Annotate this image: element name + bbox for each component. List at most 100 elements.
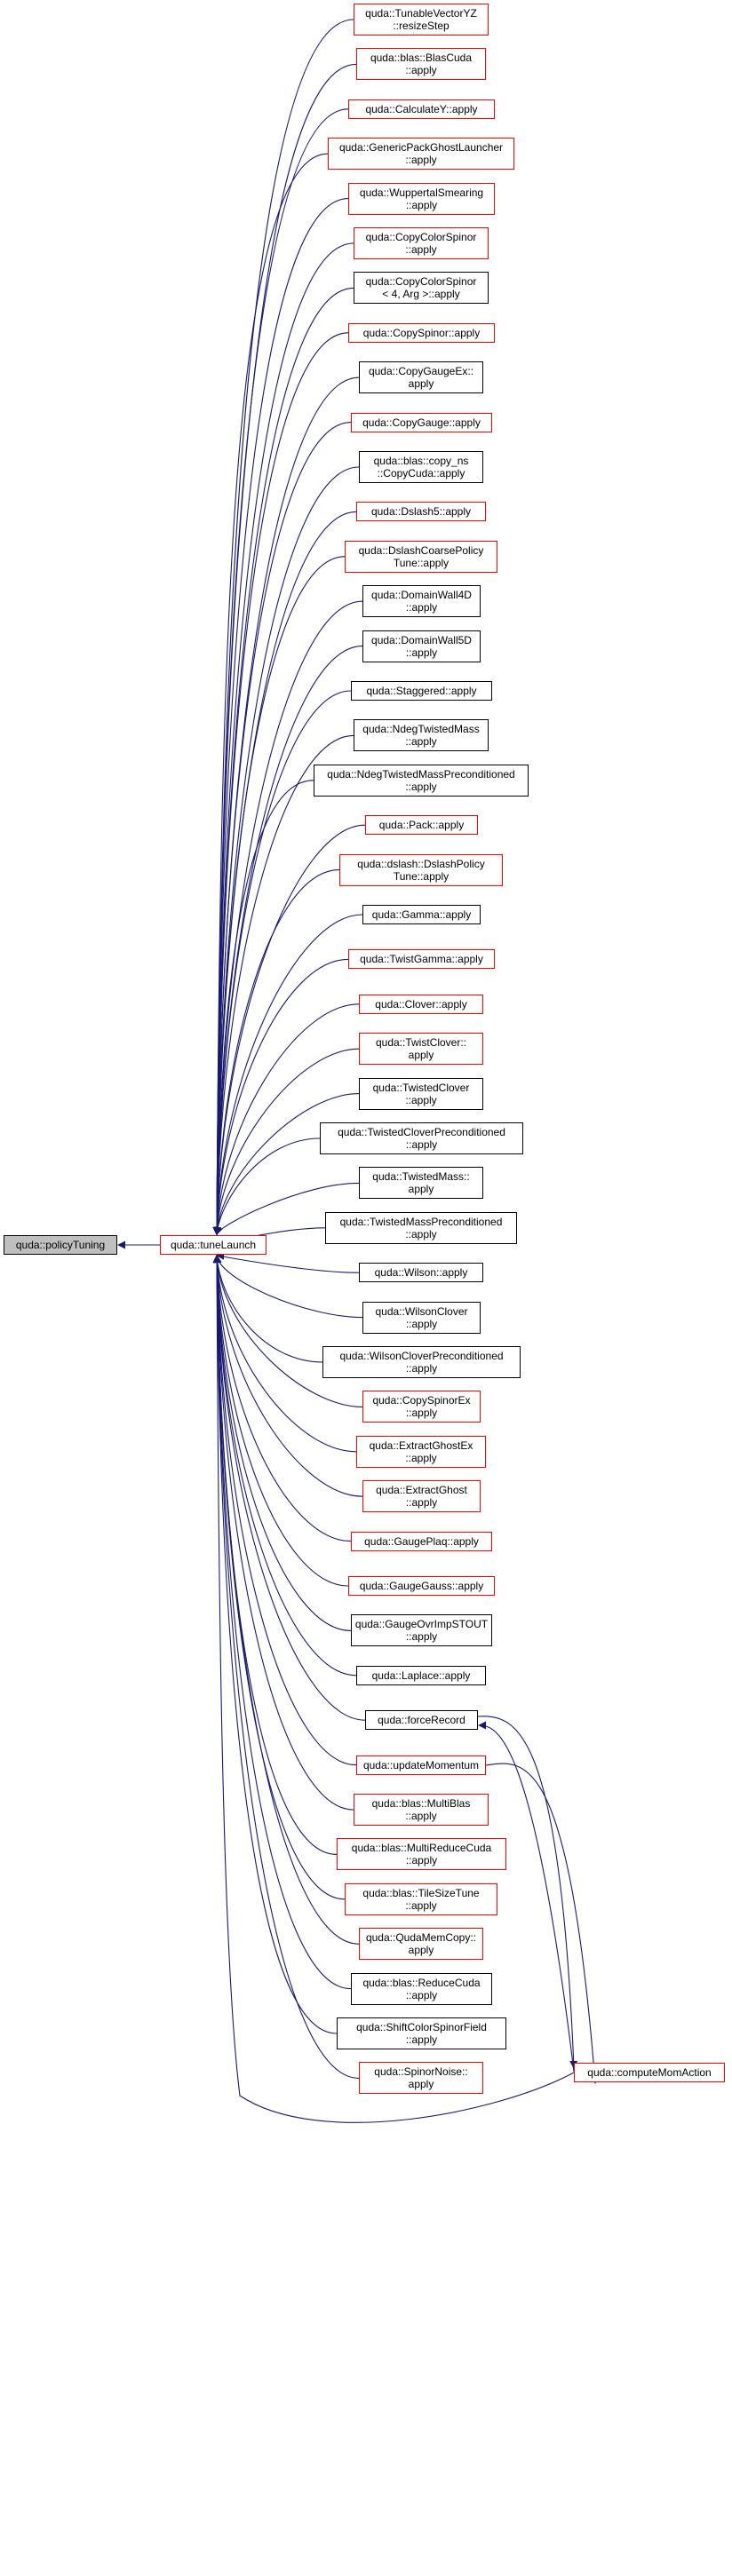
node-label-line: ::apply (405, 646, 438, 659)
node-label-line: ::apply (405, 154, 437, 166)
edge-to-tunelaunch (215, 1182, 360, 1235)
caller-node-quda-dslash5-apply[interactable]: quda::Dslash5::apply (356, 502, 486, 521)
node-label-line: apply (408, 2078, 434, 2090)
caller-node-quda-tunablevectoryz-resizestep[interactable]: quda::TunableVectorYZ::resizeStep (354, 4, 489, 36)
node-label-line: ::CopyCuda::apply (377, 467, 465, 480)
caller-node-quda-shiftcolorspinorfield-apply[interactable]: quda::ShiftColorSpinorField::apply (337, 2017, 506, 2049)
caller-node-quda-copycolorspinor-4-arg-apply[interactable]: quda::CopyColorSpinor< 4, Arg >::apply (354, 272, 489, 304)
caller-node-quda-twistgamma-apply[interactable]: quda::TwistGamma::apply (348, 949, 495, 969)
edge-to-tunelaunch (212, 1255, 352, 1542)
node-label-line: quda::CopyGaugeEx:: (368, 365, 474, 377)
caller-node-quda-blas-multiblas-apply[interactable]: quda::blas::MultiBlas::apply (354, 1794, 489, 1826)
caller-node-quda-domainwall5d-apply[interactable]: quda::DomainWall5D::apply (362, 630, 481, 662)
node-label-line: quda::TwistedMass:: (372, 1170, 470, 1183)
caller-node-quda-wilsonclover-apply[interactable]: quda::WilsonClover::apply (362, 1302, 481, 1334)
node-label-line: ::apply (405, 64, 437, 76)
caller-node-quda-genericpackghostlauncher-apply[interactable]: quda::GenericPackGhostLauncher::apply (328, 138, 514, 170)
node-label-line: quda::dslash::DslashPolicy (357, 858, 485, 870)
node-label-line: ::apply (405, 199, 438, 211)
edge-forcerecord-to-computemomaction (477, 1716, 578, 2069)
caller-node-quda-pack-apply[interactable]: quda::Pack::apply (365, 815, 478, 835)
tune-launch-node[interactable]: quda::tuneLaunch (160, 1235, 267, 1255)
edge-to-tunelaunch (212, 1255, 338, 2034)
caller-node-quda-extractghostex-apply[interactable]: quda::ExtractGhostEx::apply (356, 1436, 486, 1468)
edge-to-tunelaunch (212, 1255, 363, 1407)
caller-node-quda-twistedmasspreconditioned-apply[interactable]: quda::TwistedMassPreconditioned::apply (325, 1212, 517, 1244)
node-label-line: quda::TwistGamma::apply (360, 953, 483, 965)
caller-node-quda-twistclover-apply[interactable]: quda::TwistClover::apply (359, 1033, 483, 1065)
node-label-line: quda::policyTuning (15, 1239, 106, 1251)
edge-to-tunelaunch (212, 198, 349, 1235)
node-label-line: ::apply (405, 243, 437, 256)
caller-node-quda-ndegtwistedmasspreconditioned-apply[interactable]: quda::NdegTwistedMassPreconditioned::app… (314, 765, 529, 797)
node-label-line: apply (408, 1183, 434, 1195)
caller-node-quda-ndegtwistedmass-apply[interactable]: quda::NdegTwistedMass::apply (354, 719, 489, 751)
caller-node-quda-copygauge-apply[interactable]: quda::CopyGauge::apply (351, 413, 492, 432)
node-label-line: apply (408, 377, 434, 390)
edge-to-tunelaunch (212, 1255, 338, 1855)
edge-to-tunelaunch (212, 1255, 360, 1945)
node-label-line: ::apply (405, 1362, 438, 1375)
node-label-line: Tune::apply (393, 557, 450, 569)
edge-to-tunelaunch (212, 869, 340, 1235)
caller-node-quda-blas-copy-ns-copycuda-apply[interactable]: quda::blas::copy_ns::CopyCuda::apply (359, 451, 483, 483)
caller-node-quda-twistedclover-apply[interactable]: quda::TwistedClover::apply (359, 1078, 483, 1110)
caller-node-quda-updatemomentum[interactable]: quda::updateMomentum (356, 1756, 486, 1775)
caller-node-quda-clover-apply[interactable]: quda::Clover::apply (359, 995, 483, 1014)
caller-node-quda-extractghost-apply[interactable]: quda::ExtractGhost::apply (362, 1480, 481, 1512)
caller-node-quda-wuppertalsmearing-apply[interactable]: quda::WuppertalSmearing::apply (348, 183, 495, 215)
node-label-line: quda::Laplace::apply (371, 1669, 471, 1682)
node-label-line: quda::blas::MultiReduceCuda (351, 1842, 492, 1854)
edge-to-tunelaunch (212, 958, 349, 1235)
edge-to-tunelaunch (212, 108, 349, 1235)
caller-node-quda-gaugeplaq-apply[interactable]: quda::GaugePlaq::apply (351, 1532, 492, 1551)
node-label-line: ::apply (405, 1630, 438, 1643)
edge-to-tunelaunch (213, 1137, 321, 1235)
caller-node-quda-laplace-apply[interactable]: quda::Laplace::apply (356, 1666, 486, 1685)
caller-node-quda-calculatey-apply[interactable]: quda::CalculateY::apply (348, 99, 495, 119)
node-label-line: quda::GaugePlaq::apply (364, 1535, 479, 1548)
caller-node-quda-copycolorspinor-apply[interactable]: quda::CopyColorSpinor::apply (354, 227, 489, 259)
node-label-line: quda::CopySpinor::apply (362, 327, 481, 339)
caller-node-quda-gaugeovrimpstout-apply[interactable]: quda::GaugeOvrImpSTOUT::apply (351, 1614, 492, 1646)
caller-node-quda-wilson-apply[interactable]: quda::Wilson::apply (359, 1263, 483, 1282)
node-label-line: ::apply (405, 1318, 438, 1330)
node-label-line: quda::updateMomentum (362, 1759, 480, 1771)
node-label-line: ::apply (405, 1989, 438, 2001)
caller-node-quda-blas-reducecuda-apply[interactable]: quda::blas::ReduceCuda::apply (351, 1973, 492, 2005)
caller-node-quda-qudamemcopy-apply[interactable]: quda::QudaMemCopy::apply (359, 1928, 483, 1960)
caller-node-quda-gamma-apply[interactable]: quda::Gamma::apply (362, 905, 481, 924)
node-label-line: quda::TwistClover:: (375, 1036, 467, 1049)
edge-to-tunelaunch (213, 1255, 323, 1363)
node-label-line: ::apply (405, 1138, 438, 1151)
node-label-line: ::resizeStep (393, 20, 450, 32)
caller-node-quda-gaugegauss-apply[interactable]: quda::GaugeGauss::apply (348, 1576, 495, 1596)
caller-node-quda-copygaugeex-apply[interactable]: quda::CopyGaugeEx::apply (359, 361, 483, 393)
edge-to-tunelaunch (212, 734, 354, 1235)
caller-node-quda-spinornoise-apply[interactable]: quda::SpinorNoise::apply (359, 2062, 483, 2094)
edge-computemomaction-to-forcerecord (478, 1721, 575, 2073)
node-label-line: quda::TwistedCloverPreconditioned (338, 1126, 505, 1138)
caller-node-quda-twistedcloverpreconditioned-apply[interactable]: quda::TwistedCloverPreconditioned::apply (320, 1122, 523, 1154)
node-label-line: quda::CopyGauge::apply (362, 416, 481, 429)
node-label-line: ::apply (405, 601, 438, 614)
caller-node-quda-blas-tilesizetune-apply[interactable]: quda::blas::TileSizeTune::apply (345, 1883, 497, 1915)
caller-node-quda-copyspinorex-apply[interactable]: quda::CopySpinorEx::apply (362, 1391, 481, 1423)
caller-node-quda-staggered-apply[interactable]: quda::Staggered::apply (351, 681, 492, 701)
compute-mom-action-node[interactable]: quda::computeMomAction (574, 2063, 725, 2082)
caller-node-quda-blas-multireducecuda-apply[interactable]: quda::blas::MultiReduceCuda::apply (337, 1838, 506, 1870)
edge-to-tunelaunch (212, 63, 357, 1235)
node-label-line: quda::Clover::apply (375, 998, 467, 1011)
edge-to-tunelaunch (212, 287, 354, 1235)
caller-node-quda-wilsoncloverpreconditioned-apply[interactable]: quda::WilsonCloverPreconditioned::apply (322, 1346, 521, 1378)
caller-node-quda-blas-blascuda-apply[interactable]: quda::blas::BlasCuda::apply (356, 48, 486, 80)
caller-node-quda-copyspinor-apply[interactable]: quda::CopySpinor::apply (348, 323, 495, 343)
edge-to-tunelaunch (212, 1255, 357, 1766)
caller-node-quda-twistedmass-apply[interactable]: quda::TwistedMass::apply (359, 1167, 483, 1199)
caller-node-quda-domainwall4d-apply[interactable]: quda::DomainWall4D::apply (362, 585, 481, 617)
caller-node-quda-forcerecord[interactable]: quda::forceRecord (365, 1710, 478, 1730)
node-label-line: quda::GaugeOvrImpSTOUT (354, 1618, 489, 1630)
policy-tuning-node[interactable]: quda::policyTuning (4, 1235, 117, 1255)
